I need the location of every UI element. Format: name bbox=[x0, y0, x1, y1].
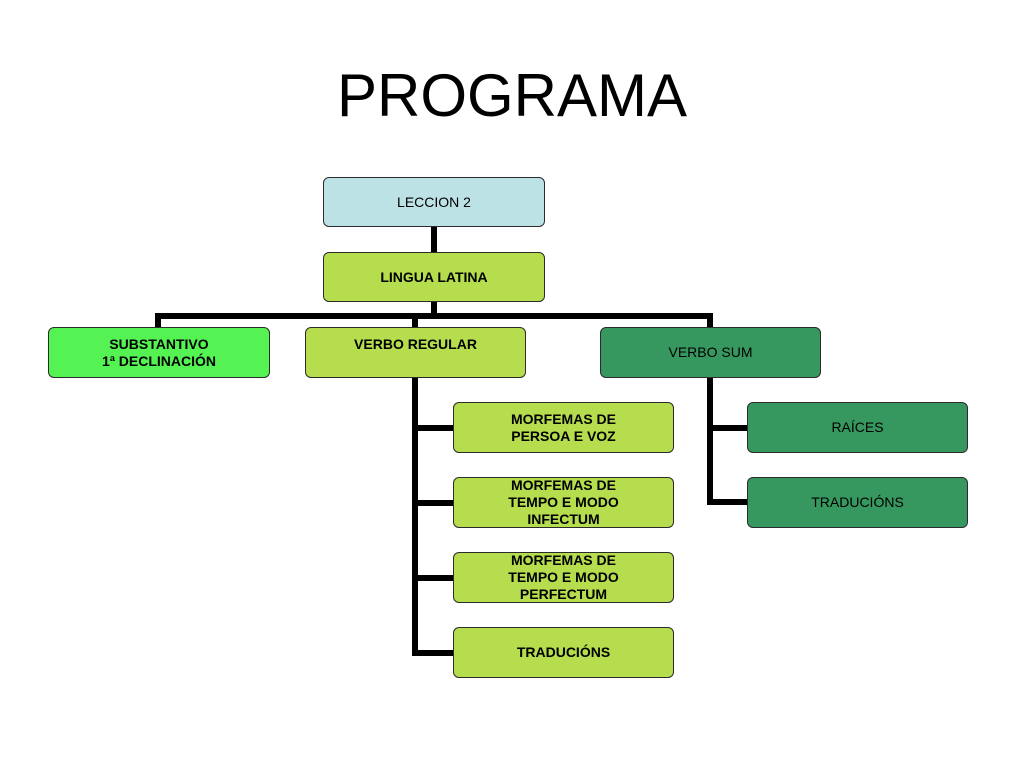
node-label: MORFEMAS DE TEMPO E MODO INFECTUM bbox=[508, 477, 619, 527]
node-morfemas-perfectum: MORFEMAS DE TEMPO E MODO PERFECTUM bbox=[453, 552, 674, 603]
node-verbo-regular: VERBO REGULAR bbox=[305, 327, 526, 378]
node-traducions-sum: TRADUCIÓNS bbox=[747, 477, 968, 528]
node-verbo-sum: VERBO SUM bbox=[600, 327, 821, 378]
node-substantivo: SUBSTANTIVO 1ª DECLINACIÓN bbox=[48, 327, 270, 378]
node-label: MORFEMAS DE TEMPO E MODO PERFECTUM bbox=[508, 552, 619, 602]
node-leccion-2: LECCION 2 bbox=[323, 177, 545, 227]
node-label: LECCION 2 bbox=[397, 193, 471, 210]
node-label: VERBO REGULAR bbox=[354, 336, 477, 352]
node-label: TRADUCIÓNS bbox=[811, 494, 904, 510]
node-label: LINGUA LATINA bbox=[380, 268, 488, 285]
node-raices: RAÍCES bbox=[747, 402, 968, 453]
node-morfemas-persoa: MORFEMAS DE PERSOA E VOZ bbox=[453, 402, 674, 453]
node-label: RAÍCES bbox=[831, 419, 884, 435]
slide-title: PROGRAMA bbox=[336, 62, 688, 129]
node-label: TRADUCIÓNS bbox=[516, 644, 611, 660]
node-lingua-latina: LINGUA LATINA bbox=[323, 252, 545, 302]
node-label: SUBSTANTIVO 1ª DECLINACIÓN bbox=[101, 335, 217, 369]
node-label: VERBO SUM bbox=[668, 344, 753, 360]
node-traducions-regular: TRADUCIÓNS bbox=[453, 627, 674, 678]
node-label: MORFEMAS DE PERSOA E VOZ bbox=[511, 410, 616, 444]
node-morfemas-infectum: MORFEMAS DE TEMPO E MODO INFECTUM bbox=[453, 477, 674, 528]
